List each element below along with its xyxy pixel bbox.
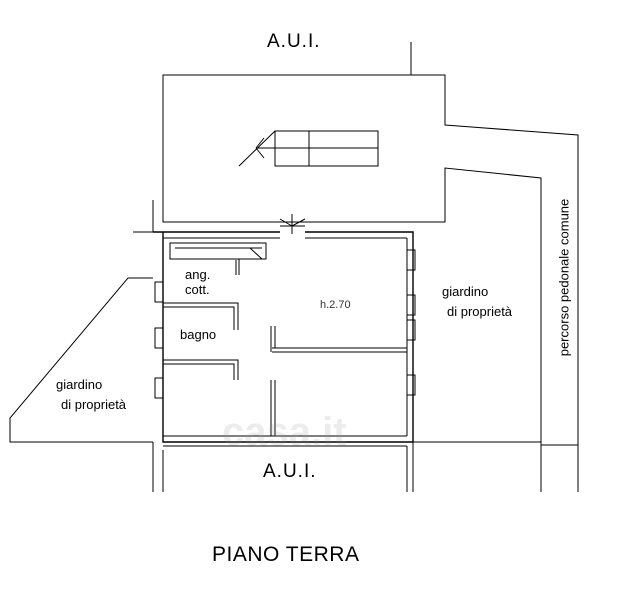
- label-percorso: percorso pedonale comune: [556, 198, 572, 357]
- entrance-door: [279, 214, 306, 234]
- partition-kitchen-right: [235, 259, 240, 275]
- partition-kitchen-bath: [163, 302, 239, 330]
- label-giardino-left-2: di proprietà: [61, 397, 127, 412]
- label-giardino-right-2: di proprietà: [447, 304, 513, 319]
- label-ang-cott-2: cott.: [185, 282, 210, 297]
- floor-title: PIANO TERRA: [212, 543, 360, 566]
- watermark: casa.it: [222, 410, 347, 454]
- partition-living-bottom: [272, 347, 407, 353]
- windows-left: [154, 281, 164, 399]
- staircase: [238, 130, 379, 167]
- label-giardino-right-1: giardino: [442, 284, 489, 299]
- label-height: h.2.70: [320, 299, 351, 311]
- label-bagno: bagno: [180, 327, 217, 342]
- partition-vertical-upper: [270, 326, 276, 352]
- label-aui-bottom: A.U.I.: [263, 461, 317, 482]
- garden-left-outline: [9, 277, 153, 443]
- partition-vertical-lower: [270, 380, 276, 436]
- label-aui-top: A.U.I.: [267, 31, 321, 52]
- kitchen-counter: [169, 242, 267, 260]
- label-giardino-left-1: giardino: [56, 377, 103, 392]
- label-ang-cott-1: ang.: [185, 267, 211, 282]
- windows-right: [406, 249, 416, 396]
- partition-bath-bottom: [163, 359, 239, 380]
